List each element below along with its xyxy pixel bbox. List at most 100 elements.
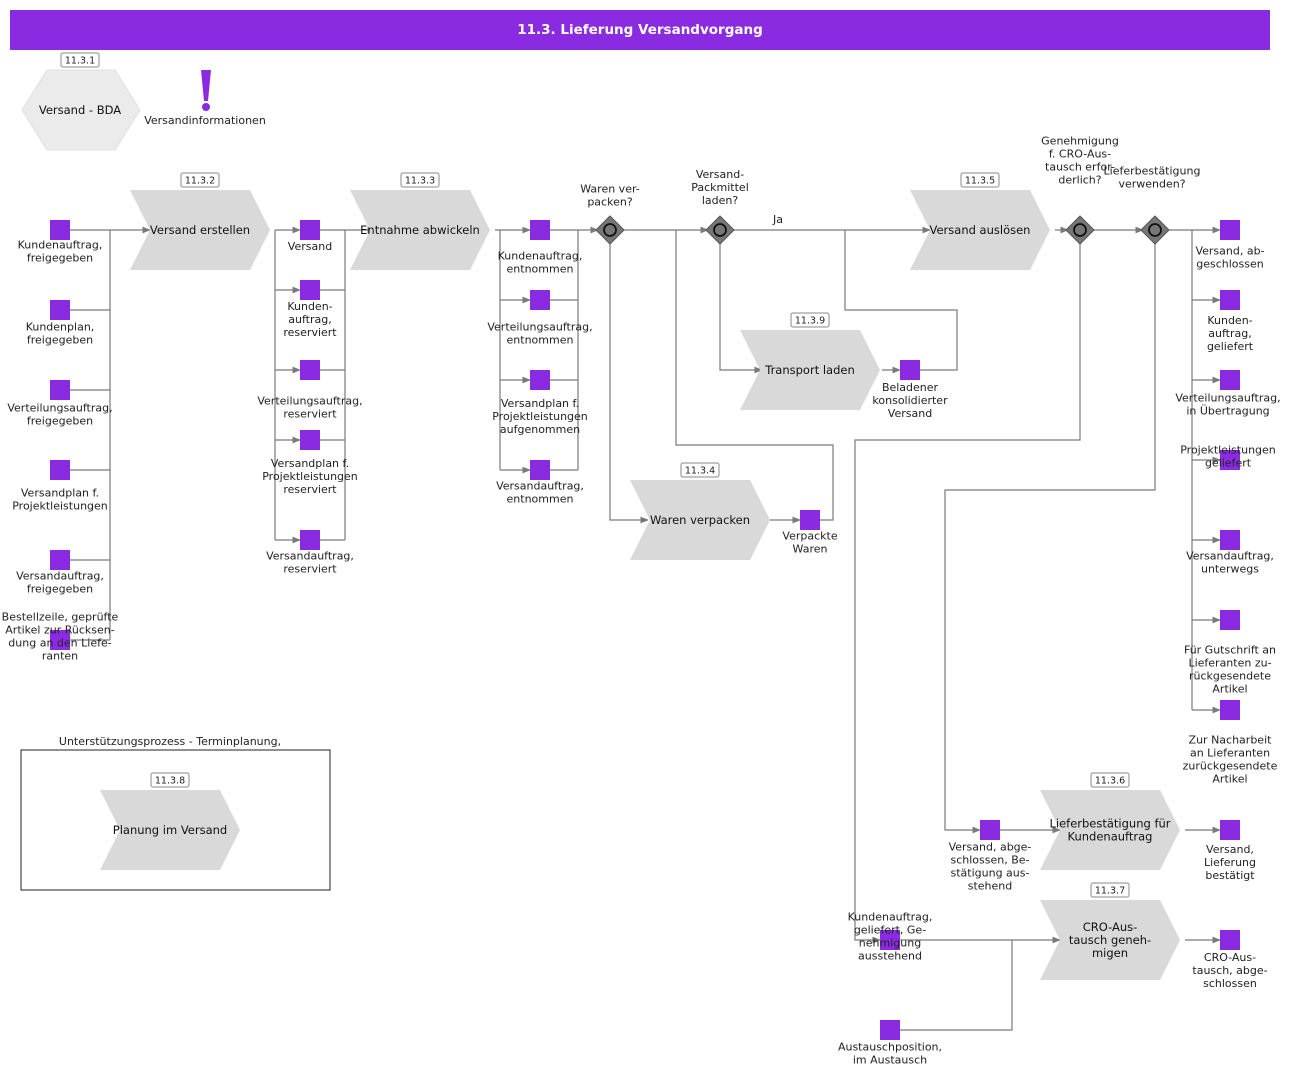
process-label: Versand auslösen [930,223,1031,237]
event-e11[interactable]: Versandauftrag,reserviert [266,530,354,576]
gateway-g1[interactable]: Waren ver-packen? [580,183,640,245]
event-e7[interactable]: Versand [288,220,332,253]
process-shape [350,190,490,270]
badge [180,172,220,188]
badge [790,312,830,328]
event-square [50,550,70,570]
event-square [1220,610,1240,630]
event-label: Versandauftrag,freigegeben [16,570,104,596]
event-e12[interactable]: Kundenauftrag,entnommen [498,220,583,276]
event-square [1220,290,1240,310]
event-label: Versandauftrag,entnommen [496,480,584,506]
event-label: Kunden-auftrag,geliefert [1207,314,1254,353]
event-e3[interactable]: Verteilungsauftrag,freigegeben [7,380,113,428]
exclamation-icon: Versandinformationen [144,70,266,127]
edge-label-ja: Ja [772,213,783,226]
event-e28[interactable]: CRO-Aus-tausch, abge-schlossen [1192,930,1268,990]
event-square [980,820,1000,840]
gateway-marker [1148,223,1162,237]
process-shape [630,480,770,560]
event-square [530,460,550,480]
gateway-marker [603,223,617,237]
event-square [880,1020,900,1040]
event-e1[interactable]: Kundenauftrag,freigegeben [18,220,103,265]
process-shape [740,330,880,410]
process-shape [910,190,1050,270]
event-square [800,510,820,530]
process-p3[interactable]: Versand auslösen 11.3.5 [910,172,1050,270]
event-e20[interactable]: Verteilungsauftrag,in Übertragung [1175,370,1281,418]
badge [60,52,100,68]
hexagon-shape [21,69,141,151]
event-square [900,360,920,380]
event-e4[interactable]: Versandplan f.Projektleistungen [12,460,108,513]
badge [150,772,190,788]
event-square [530,370,550,390]
event-label: Versand, abge-schlossen, Be-stätigung au… [949,841,1032,893]
event-square [1220,930,1240,950]
event-square [1220,370,1240,390]
process-shape [1040,790,1180,870]
event-label: Kundenauftrag,freigegeben [18,239,103,265]
event-e15[interactable]: Versandauftrag,entnommen [496,460,584,506]
event-e13[interactable]: Verteilungsauftrag,entnommen [487,290,593,347]
event-label: Versandplan f.Projektleistungen [12,487,108,513]
event-square [50,300,70,320]
event-e18[interactable]: Versand, ab-geschlossen [1195,220,1265,271]
event-e25[interactable]: Versand, abge-schlossen, Be-stätigung au… [949,820,1032,893]
event-square [300,530,320,550]
event-e2[interactable]: Kundenplan,freigegeben [26,300,95,347]
start-label: Versand - BDA [39,103,121,117]
event-square [300,360,320,380]
gateway-marker [713,223,727,237]
event-e29[interactable]: Austauschposition,im Austausch [838,1020,942,1067]
event-label: Verteilungsauftrag,freigegeben [7,402,112,428]
event-e22[interactable]: Versandauftrag,unterwegs [1186,530,1274,576]
event-e5[interactable]: Versandauftrag,freigegeben [16,550,104,596]
event-e9[interactable]: Verteilungsauftrag,reserviert [257,360,363,421]
badge-text: 11.3.5 [965,176,995,187]
gateway-marker [1073,223,1087,237]
event-label: Austauschposition,im Austausch [838,1041,942,1067]
event-e19[interactable]: Kunden-auftrag,geliefert [1207,290,1254,353]
process-shape [100,790,240,870]
event-label: Versandauftrag,unterwegs [1186,550,1274,576]
gateway-label: Waren ver-packen? [580,183,640,209]
event-label: Kundenauftrag,entnommen [498,250,583,276]
process-shape [1040,900,1180,980]
event-square [530,220,550,240]
badge-text: 11.3.8 [155,776,185,787]
event-square [50,220,70,240]
badge [680,462,720,478]
event-e8[interactable]: Kunden-auftrag,reserviert [283,280,337,339]
